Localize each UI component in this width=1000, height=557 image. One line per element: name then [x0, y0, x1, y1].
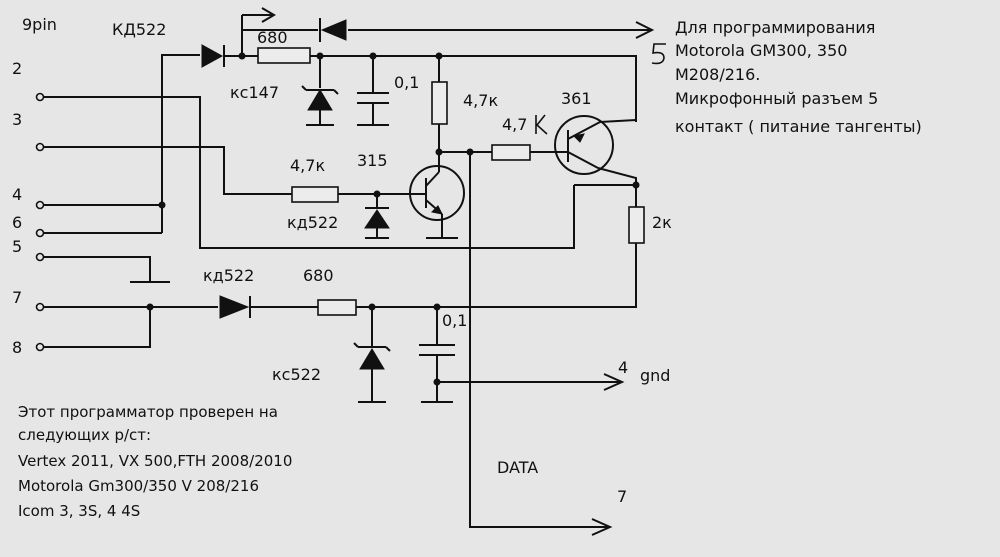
- terminal-pin-3: [35, 142, 45, 152]
- transistor-361: [554, 115, 640, 207]
- zener-ks522-label: кс522: [272, 365, 321, 384]
- connector-note-line1: Для программирования: [675, 18, 876, 37]
- terminal-pin-4: [35, 200, 45, 210]
- resistor-680-bottom-label: 680: [303, 266, 334, 285]
- resistor-2k: [440, 206, 645, 308]
- transistor-315: [338, 165, 465, 239]
- connector-pin5-number: 5: [650, 44, 660, 63]
- transistor-361-label: 361: [561, 89, 592, 108]
- connector-note-line4: Микрофонный разъем 5: [675, 89, 879, 108]
- data-label: DATA: [497, 458, 539, 477]
- resistor-47k-base-361: [491, 144, 568, 161]
- pin-header-label: 9pin: [22, 15, 57, 34]
- diode-top-label: КД522: [112, 20, 167, 39]
- tested-note-line3: Vertex 2011, VX 500,FTH 2008/2010: [18, 452, 293, 470]
- connector-note-line3: M208/216.: [675, 65, 761, 84]
- resistor-47k-base-361-suffix: к: [536, 115, 546, 134]
- tested-note-line5: Icom 3, 3S, 4 4S: [18, 502, 141, 520]
- terminal-pin-7: [35, 302, 45, 312]
- zener-ks147-label: кс147: [230, 83, 279, 102]
- pin-7-label: 7: [12, 288, 23, 307]
- transistor-315-label: 315: [357, 151, 388, 170]
- resistor-47k-base-361-label: 4,7: [502, 115, 528, 134]
- pin5-ground: [43, 256, 170, 283]
- connector-note-line2: Motorola GM300, 350: [675, 41, 848, 60]
- capacitor-bottom-label: 0,1: [442, 311, 468, 330]
- pin-terminals: [35, 92, 45, 352]
- terminal-pin-6: [35, 228, 45, 238]
- zener-ks147: [301, 56, 339, 126]
- tested-note-line4: Motorola Gm300/350 V 208/216: [18, 477, 259, 495]
- pin-5-label: 5: [12, 237, 23, 256]
- connector-note-line5: контакт ( питание тангенты): [675, 117, 922, 136]
- diode-mid-label: кд522: [287, 213, 339, 232]
- resistor-2k-label: 2к: [652, 213, 672, 232]
- diode-bottom-label: кд522: [203, 266, 255, 285]
- pin4-6-rail: [43, 44, 637, 234]
- resistor-47k-upper: [431, 56, 492, 172]
- top-wires: [241, 7, 655, 55]
- pin-2-label: 2: [12, 59, 23, 78]
- pin-6-label: 6: [12, 213, 23, 232]
- pin-3-label: 3: [12, 110, 23, 129]
- resistor-47k-upper-label: 4,7к: [463, 91, 499, 110]
- capacitor-top-label: 0,1: [394, 73, 420, 92]
- pin-4-label: 4: [12, 185, 23, 204]
- resistor-47k-base-315-label: 4,7к: [290, 156, 326, 175]
- gnd-number: 4: [618, 358, 629, 377]
- pin2-path: [43, 96, 636, 249]
- terminal-pin-5: [35, 252, 45, 262]
- pin7-8-path: [43, 295, 625, 403]
- terminal-pin-2: [35, 92, 45, 102]
- pin-8-label: 8: [12, 338, 23, 357]
- resistor-680-top-label: 680: [257, 28, 288, 47]
- tested-note-line2: следующих р/ст:: [18, 426, 152, 444]
- gnd-label: gnd: [640, 366, 671, 385]
- terminal-pin-8: [35, 342, 45, 352]
- pin3-path: [43, 146, 390, 239]
- data-line: [469, 152, 613, 536]
- handwritten-marks: [535, 43, 666, 135]
- capacitor-top: [357, 56, 389, 126]
- data-number: 7: [617, 487, 628, 506]
- tested-note-line1: Этот программатор проверен на: [18, 403, 278, 421]
